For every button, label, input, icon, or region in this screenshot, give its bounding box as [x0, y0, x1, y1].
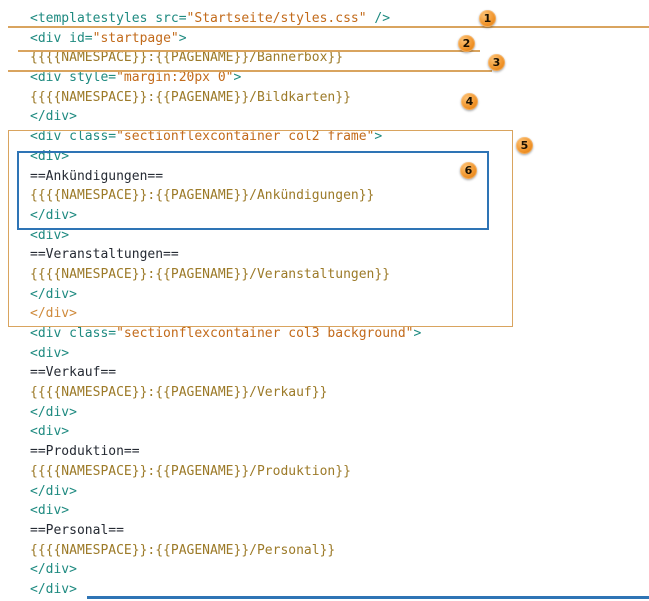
code-line: ==Produktion== [30, 442, 649, 462]
code-line: </div> [30, 403, 649, 423]
code-segment-tag: </div> [30, 207, 77, 223]
code-segment-tag: /> [366, 11, 391, 26]
code-segment-hd: ==Ankündigungen== [30, 168, 164, 184]
code-segment-hd: ==Veranstaltungen== [30, 247, 179, 263]
code-line: </div> [30, 206, 649, 226]
code-line: {{{{NAMESPACE}}:{{PAGENAME}}/Bannerbox}} [30, 48, 649, 68]
code-line: <div class="sectionflexcontainer col3 ba… [30, 324, 649, 344]
code-segment-hd: ==Verkauf== [30, 365, 117, 381]
code-segment-str: "sectionflexcontainer col3 background" [116, 326, 414, 341]
code-segment-tag: > [374, 129, 383, 145]
code-segment-tag: <div> [30, 227, 70, 243]
code-segment-tag: > [413, 326, 422, 341]
code-segment-tag: <div class= [30, 129, 117, 145]
code-segment-str: "margin:20px 0" [116, 70, 234, 86]
code-line: ==Personal== [30, 521, 649, 541]
code-segment-str: "startpage" [92, 30, 179, 46]
code-segment-str: "sectionflexcontainer col2 frame" [116, 129, 375, 145]
code-segment-tag: <div id= [30, 30, 93, 46]
code-segment-tag: </div> [30, 483, 77, 499]
code-segment-tag: </div> [30, 404, 77, 420]
code-segment-hd: ==Personal== [30, 522, 124, 538]
code-line: <div class="sectionflexcontainer col2 fr… [30, 127, 649, 147]
code-segment-tag: </div> [30, 109, 77, 125]
code-segment-tag: <div class= [30, 326, 117, 341]
code-line: ==Veranstaltungen== [30, 245, 649, 265]
code-line: <div id="startpage"> [30, 29, 649, 49]
code-line: </div> [30, 107, 649, 127]
code-segment-tpl: {{{{NAMESPACE}}:{{PAGENAME}}/Ankündigung… [30, 188, 375, 204]
code-segment-str: "Startseite/styles.css" [186, 11, 367, 26]
code-line: <templatestyles src="Startseite/styles.c… [30, 9, 649, 29]
code-line: <div> [30, 147, 649, 167]
code-line: {{{{NAMESPACE}}:{{PAGENAME}}/Ankündigung… [30, 186, 649, 206]
code-segment-tag: <div> [30, 503, 70, 519]
code-segment-tpl: {{{{NAMESPACE}}:{{PAGENAME}}/Bannerbox}} [30, 50, 344, 66]
code-segment-tpl: {{{{NAMESPACE}}:{{PAGENAME}}/Veranstaltu… [30, 266, 391, 282]
code-line: ==Ankündigungen== [30, 167, 649, 187]
code-segment-tpl: {{{{NAMESPACE}}:{{PAGENAME}}/Bildkarten}… [30, 89, 351, 105]
code-segment-tag: </div> [30, 562, 77, 578]
code-line: ==Verkauf== [30, 363, 649, 383]
code-segment-tpl: {{{{NAMESPACE}}:{{PAGENAME}}/Personal}} [30, 542, 336, 558]
code-segment-tag: > [178, 30, 187, 46]
code-segment-tag: </div> [30, 286, 77, 302]
code-line: <div> [30, 501, 649, 521]
code-segment-tpl: {{{{NAMESPACE}}:{{PAGENAME}}/Verkauf}} [30, 385, 328, 401]
code-line: <div> [30, 226, 649, 246]
code-segment-tag: <div style= [30, 70, 117, 86]
code-segment-tag: <div> [30, 148, 70, 164]
code-line: </div> [30, 304, 649, 324]
code-line: <div style="margin:20px 0"> [30, 68, 649, 88]
code-segment-tagx: </div> [30, 306, 77, 322]
code-line: {{{{NAMESPACE}}:{{PAGENAME}}/Veranstaltu… [30, 265, 649, 285]
code-segment-hd: ==Produktion== [30, 444, 140, 460]
code-line: {{{{NAMESPACE}}:{{PAGENAME}}/Verkauf}} [30, 383, 649, 403]
code-segment-tag: > [233, 70, 242, 86]
code-line: <div> [30, 344, 649, 364]
code-line: {{{{NAMESPACE}}:{{PAGENAME}}/Personal}} [30, 541, 649, 561]
code-segment-tag: </div> [30, 581, 77, 597]
code-line: <div> [30, 422, 649, 442]
code-segment-tag: <div> [30, 345, 70, 361]
code-line: </div> [30, 560, 649, 580]
code-line: {{{{NAMESPACE}}:{{PAGENAME}}/Bildkarten}… [30, 88, 649, 108]
code-line: {{{{NAMESPACE}}:{{PAGENAME}}/Produktion}… [30, 462, 649, 482]
code-line: </div> [30, 285, 649, 305]
code-segment-tpl: {{{{NAMESPACE}}:{{PAGENAME}}/Produktion}… [30, 463, 351, 479]
code-line: </div> [30, 482, 649, 502]
code-segment-tag: <templatestyles src= [30, 11, 187, 26]
code-line: </div> [30, 580, 649, 600]
code-segment-tag: <div> [30, 424, 70, 440]
